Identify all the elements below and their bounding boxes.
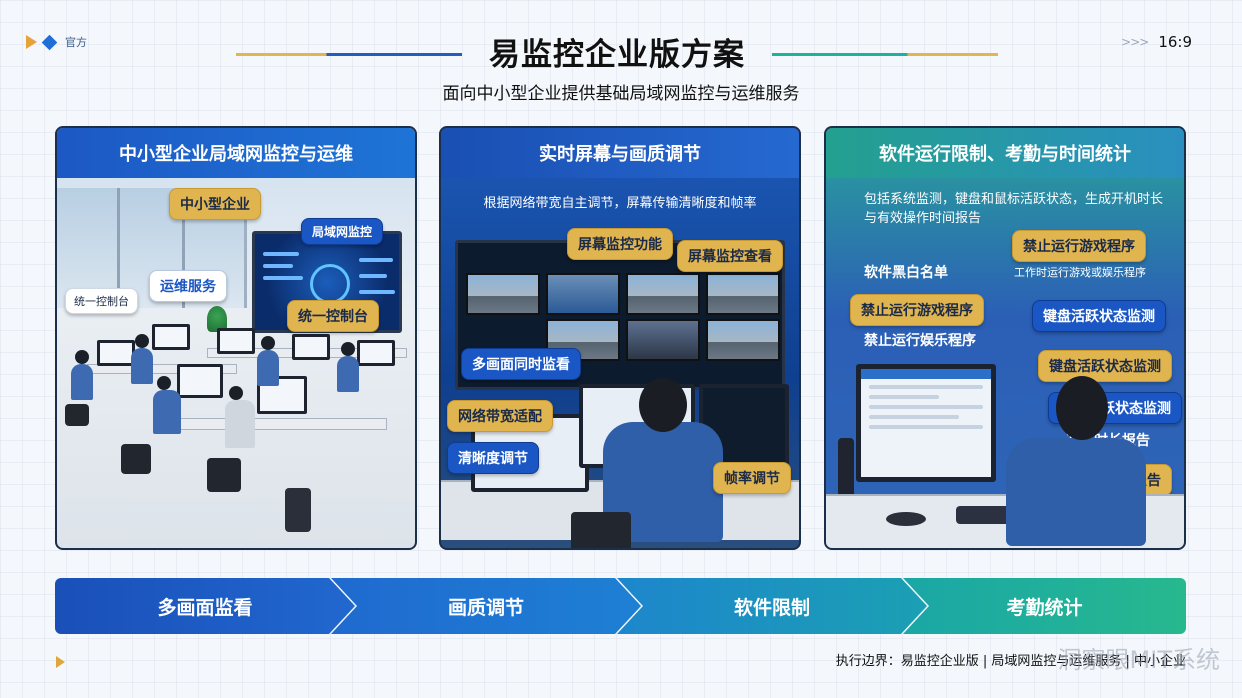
logo-triangle-icon: [26, 35, 37, 49]
chair-icon: [65, 404, 89, 426]
dashboard-bar: [359, 290, 395, 294]
video-tile: [466, 273, 540, 315]
content-line: [869, 415, 959, 419]
content-line: [869, 405, 983, 409]
page-title: 易监控企业版方案: [489, 36, 745, 73]
aspect-ratio-indicator: >>> 16:9: [1121, 33, 1192, 51]
tag-screen-monitor-feature: 屏幕监控功能: [567, 228, 673, 260]
logo-diamond-icon: [41, 34, 58, 50]
panel-lan-monitoring: 中小型企业局域网监控与运维 中小型企业 局域网监控 运维服务 统一控制台 统一控…: [55, 126, 417, 550]
panel-software-attendance: 软件运行限制、考勤与时间统计 包括系统监测，键盘和鼠标活跃状态，生成开机时长与有…: [824, 126, 1186, 550]
monitor-icon: [357, 340, 395, 366]
label-work-games: 工作时运行游戏或娱乐程序: [1014, 266, 1146, 279]
chevrons-icon: >>>: [1121, 35, 1149, 49]
tag-framerate-adjust: 帧率调节: [713, 462, 791, 494]
dashboard-bar: [359, 258, 393, 262]
chair-icon: [207, 458, 241, 492]
flow-step-multi-view: 多画面监看: [55, 578, 355, 634]
window-frame: [182, 188, 185, 308]
monitor-icon: [97, 340, 135, 366]
panel-title: 实时屏幕与画质调节: [441, 128, 799, 178]
flow-step-quality: 画质调节: [331, 578, 641, 634]
tag-block-games: 禁止运行游戏程序: [1012, 230, 1146, 262]
pc-tower-icon: [285, 488, 311, 532]
monitor-icon: [152, 324, 190, 350]
monitor-icon: [177, 364, 223, 398]
flow-step-attendance: 考勤统计: [903, 578, 1186, 634]
dashboard-bar: [263, 276, 303, 280]
panel-description: 根据网络带宽自主调节，屏幕传输清晰度和帧率: [483, 196, 757, 211]
monitor-icon: [856, 364, 996, 482]
video-tile: [546, 273, 620, 315]
tag-bandwidth-adapt: 网络带宽适配: [447, 400, 553, 432]
panel-title: 软件运行限制、考勤与时间统计: [826, 128, 1184, 178]
window-frame: [117, 188, 120, 308]
title-divider-right: [772, 53, 998, 56]
tag-keyboard-activity-2: 键盘活跃状态监测: [1038, 350, 1172, 382]
tag-multi-screen: 多画面同时监看: [461, 348, 581, 380]
tag-unified-console-small: 统一控制台: [65, 288, 138, 314]
tag-keyboard-activity: 键盘活跃状态监测: [1032, 300, 1166, 332]
monitor-icon: [292, 334, 330, 360]
label-software-whitelist: 软件黑白名单: [864, 265, 948, 281]
tag-unified-console: 统一控制台: [287, 300, 379, 332]
pc-tower-icon: [838, 438, 854, 500]
aspect-ratio-label: 16:9: [1158, 33, 1192, 51]
mouse-icon: [886, 512, 926, 526]
chair-icon: [571, 512, 631, 548]
employee-figure: [153, 376, 181, 434]
brand-logo: 官方: [26, 34, 87, 50]
chair-icon: [121, 444, 151, 474]
dashboard-bar: [263, 252, 299, 256]
tag-ops-service: 运维服务: [149, 270, 227, 302]
video-tile: [626, 273, 700, 315]
title-divider-left: [236, 53, 462, 56]
dashboard-gauge-icon: [310, 264, 350, 304]
dashboard-bar: [359, 274, 387, 278]
page-subtitle: 面向中小型企业提供基础局域网监控与运维服务: [442, 84, 800, 104]
panel-screen-quality: 实时屏幕与画质调节 根据网络带宽自主调节，屏幕传输清晰度和帧率 屏幕监控功能 屏…: [439, 126, 801, 550]
content-line: [869, 425, 983, 429]
flow-step-software-limit: 软件限制: [617, 578, 927, 634]
tag-screen-monitor-view: 屏幕监控查看: [677, 240, 783, 272]
content-line: [869, 385, 983, 389]
employee-head: [1056, 376, 1108, 440]
tag-block-games-2: 禁止运行游戏程序: [850, 294, 984, 326]
label-block-entertainment: 禁止运行娱乐程序: [864, 333, 976, 349]
watermark: 洞察眼MIT系统: [1057, 646, 1220, 674]
employee-figure: [225, 386, 255, 448]
content-line: [869, 395, 939, 399]
process-flow: 多画面监看 画质调节 软件限制 考勤统计: [55, 578, 1186, 634]
operator-head: [639, 378, 687, 432]
logo-text: 官方: [65, 36, 87, 49]
tag-clarity-adjust: 清晰度调节: [447, 442, 539, 474]
video-tile: [626, 319, 700, 361]
tag-lan-monitoring: 局域网监控: [301, 218, 384, 245]
title-row: 易监控企业版方案: [236, 28, 998, 74]
tag-sme: 中小型企业: [169, 188, 261, 220]
dashboard-bar: [263, 264, 293, 268]
window-titlebar: [861, 369, 991, 379]
panel-title: 中小型企业局域网监控与运维: [57, 128, 415, 178]
plant-icon: [207, 306, 227, 332]
office-desk: [167, 418, 387, 430]
employee-figure: [71, 350, 93, 400]
employee-figure: [131, 334, 153, 384]
employee-figure: [337, 342, 359, 392]
monitor-icon: [217, 328, 255, 354]
video-tile: [706, 273, 780, 315]
employee-figure: [257, 336, 279, 386]
footer-note: 执行边界：易监控企业版 | 局域网监控与运维服务 | 中小企业: [835, 654, 1186, 669]
video-tile: [706, 319, 780, 361]
panel-description: 包括系统监测，键盘和鼠标活跃状态，生成开机时长与有效操作时间报告: [864, 192, 1164, 226]
employee-figure: [1006, 376, 1146, 546]
footer-triangle-icon: [56, 656, 65, 668]
